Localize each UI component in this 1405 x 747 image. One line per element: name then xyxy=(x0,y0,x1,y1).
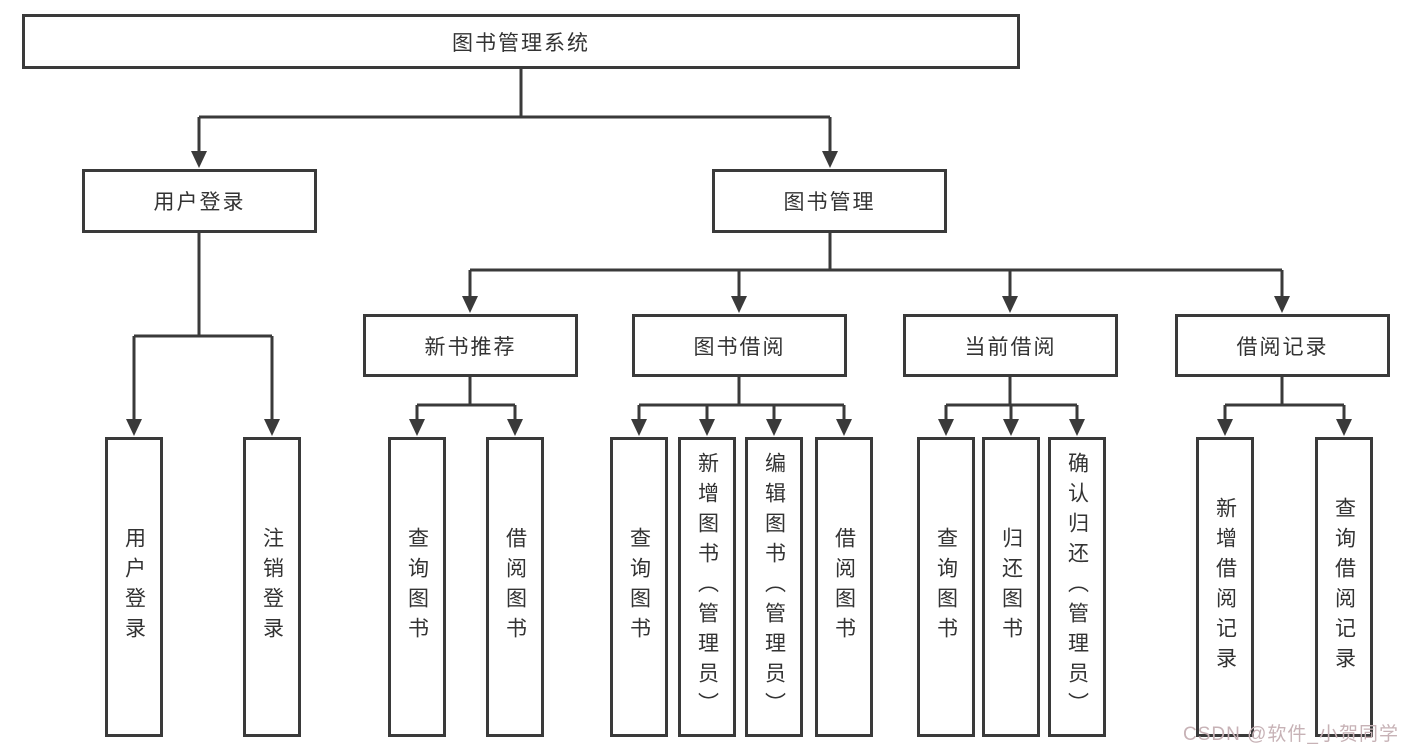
leaf-newbook-query: 查询图书 xyxy=(388,437,446,737)
leaf-borrow-query-label: 查询图书 xyxy=(627,527,651,647)
leaf-user-login-label: 用户登录 xyxy=(122,527,146,647)
leaf-user-login: 用户登录 xyxy=(105,437,163,737)
leaf-query-record-label: 查询借阅记录 xyxy=(1332,497,1356,677)
leaf-newbook-borrow-label: 借阅图书 xyxy=(503,527,527,647)
leaf-borrow-query: 查询图书 xyxy=(610,437,668,737)
leaf-newbook-borrow: 借阅图书 xyxy=(486,437,544,737)
leaf-logout-label: 注销登录 xyxy=(260,527,284,647)
node-book-borrow: 图书借阅 xyxy=(632,314,847,377)
node-current-borrow: 当前借阅 xyxy=(903,314,1118,377)
node-borrow-records: 借阅记录 xyxy=(1175,314,1390,377)
leaf-confirm-return-label: 确认归还（管理员） xyxy=(1065,452,1089,722)
csdn-watermark: CSDN @软件_小贺同学 xyxy=(1183,724,1399,745)
leaf-query-record: 查询借阅记录 xyxy=(1315,437,1373,737)
node-book-borrow-label: 图书借阅 xyxy=(693,335,786,359)
node-borrow-records-label: 借阅记录 xyxy=(1236,335,1329,359)
node-root-label: 图书管理系统 xyxy=(452,31,590,55)
leaf-current-query: 查询图书 xyxy=(917,437,975,737)
node-book-management-label: 图书管理 xyxy=(783,191,876,214)
node-new-book-recommend: 新书推荐 xyxy=(363,314,578,377)
leaf-newbook-query-label: 查询图书 xyxy=(405,527,429,647)
node-root: 图书管理系统 xyxy=(22,14,1020,69)
leaf-borrow-edit-book-label: 编辑图书（管理员） xyxy=(762,452,786,722)
leaf-borrow-book-label: 借阅图书 xyxy=(832,527,856,647)
leaf-return-book: 归还图书 xyxy=(982,437,1040,737)
node-new-book-recommend-label: 新书推荐 xyxy=(424,335,517,359)
leaf-current-query-label: 查询图书 xyxy=(934,527,958,647)
leaf-borrow-edit-book: 编辑图书（管理员） xyxy=(745,437,803,737)
leaf-return-book-label: 归还图书 xyxy=(999,527,1023,647)
leaf-confirm-return: 确认归还（管理员） xyxy=(1048,437,1106,737)
node-user-login-label: 用户登录 xyxy=(153,191,246,214)
leaf-logout: 注销登录 xyxy=(243,437,301,737)
leaf-borrow-add-book: 新增图书（管理员） xyxy=(678,437,736,737)
leaf-borrow-book: 借阅图书 xyxy=(815,437,873,737)
leaf-add-record-label: 新增借阅记录 xyxy=(1213,497,1237,677)
leaf-add-record: 新增借阅记录 xyxy=(1196,437,1254,737)
node-user-login: 用户登录 xyxy=(82,169,317,233)
leaf-borrow-add-book-label: 新增图书（管理员） xyxy=(695,452,719,722)
node-current-borrow-label: 当前借阅 xyxy=(964,335,1057,359)
node-book-management: 图书管理 xyxy=(712,169,947,233)
